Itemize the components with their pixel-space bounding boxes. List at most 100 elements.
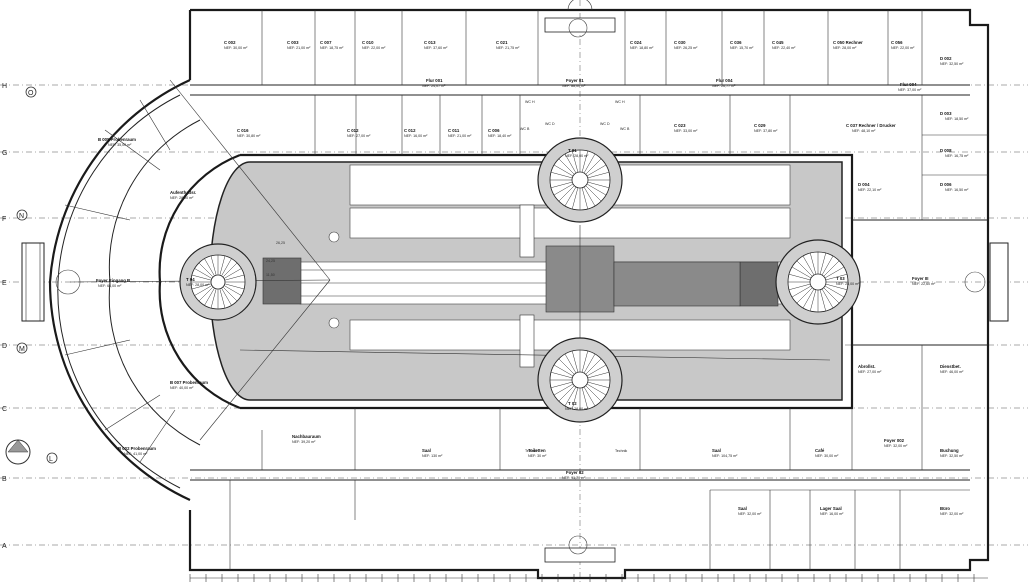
room-label: C 037 Rechner / Drucker: [846, 123, 896, 128]
room-label: B 002 Probenraum: [118, 446, 156, 451]
foyer-area: NEF: 24,07 m²: [422, 84, 446, 88]
dimension-callouts: 26,25 24,25 11,50: [266, 241, 285, 277]
room-label: C 036: [730, 40, 742, 45]
room-area: NEF: 22,40 m²: [772, 46, 796, 50]
service-label: WC H: [525, 100, 535, 104]
room-area: NEF: 32,00 m²: [884, 444, 908, 448]
stair-tread: [204, 258, 215, 277]
axis-label: A: [2, 543, 7, 550]
room-label: Foyer III: [912, 276, 928, 281]
room-label: C 029: [754, 123, 766, 128]
stair-tread: [194, 268, 213, 279]
service-label: WC B: [620, 127, 630, 131]
room-area: NEF: 32,00 m²: [738, 512, 762, 516]
stair-tread: [550, 181, 573, 189]
room-area: NEF: 30,00 m²: [815, 454, 839, 458]
foyer-label: Flur 001: [426, 78, 443, 83]
foyer-area: NEF: 91,70 m²: [562, 476, 586, 480]
room-label: Buchung: [940, 448, 959, 453]
stair-tread: [583, 353, 596, 374]
room-area: NEF: 30 m²: [528, 454, 547, 458]
stair-tread: [221, 258, 232, 277]
room-area: NEF: 21,00 m²: [448, 134, 472, 138]
stair-tread: [587, 171, 610, 179]
stair-tread: [571, 350, 579, 373]
room-label: Abrollst.: [858, 364, 875, 369]
room-label: Dienstbet.: [940, 364, 961, 369]
room-area: NEF: 21,75 m²: [496, 46, 520, 50]
stair-tread: [825, 283, 848, 291]
stair-tread: [802, 288, 815, 309]
room-label: Café: [815, 448, 825, 453]
stair-tread: [210, 255, 217, 276]
axis-marker-label: N: [19, 213, 24, 220]
stair-tread: [564, 386, 577, 407]
service-label: Technik: [525, 449, 537, 453]
room-label: B 005 Probenraum: [98, 137, 136, 142]
stair-tread: [823, 260, 840, 277]
core-label: T 03: [836, 276, 845, 281]
axis-marker-label: O: [28, 90, 34, 97]
room-label: D 003: [940, 111, 952, 116]
room-label: C 003: [287, 40, 299, 45]
stair-tread: [581, 350, 589, 373]
stair-tread: [581, 187, 589, 210]
room-area: NEF: 27,00 m²: [347, 134, 371, 138]
room-labels-bottom: Nachbauraum NEF: 39,20 m² Saal NEF: 130 …: [292, 434, 908, 516]
foyer-area: NEF: 88,00 m²: [562, 84, 586, 88]
room-label: C 021: [496, 40, 508, 45]
room-area: NEF: 22,00 m²: [891, 46, 915, 50]
stair-tread: [191, 283, 212, 290]
stair-tread: [585, 358, 602, 375]
room-labels-second: C 016 NEF: 30,80 m² C 012 NEF: 27,00 m² …: [237, 111, 969, 138]
stair-tread: [571, 187, 579, 210]
room-label: C 045: [772, 40, 784, 45]
dimension-label: 11,50: [266, 273, 275, 277]
service-label: WC B: [520, 127, 530, 131]
stair-tread: [223, 285, 242, 296]
stair-tread: [819, 289, 827, 312]
room-area: NEF: 30,00 m²: [224, 46, 248, 50]
room-label: Toiletten: [528, 448, 546, 453]
stair-tread: [550, 381, 573, 389]
room-label: C 011: [448, 128, 460, 133]
room-area: NEF: 37,80 m²: [754, 129, 778, 133]
foyer-label: Flur 004: [900, 82, 917, 87]
stair-tread: [821, 255, 834, 276]
stair-tread: [571, 387, 579, 410]
core-label: T 01: [568, 148, 577, 153]
room-label: D 002: [940, 56, 952, 61]
stair-tread: [550, 171, 573, 179]
stair-tread: [809, 252, 817, 275]
stair-tread: [558, 385, 575, 402]
room-area: NEF: 21,00 m²: [287, 46, 311, 50]
room-label: C 030: [674, 40, 686, 45]
service-label: WC D: [545, 122, 555, 126]
room-label: Saal: [712, 448, 721, 453]
stair-tread: [553, 364, 574, 377]
room-area: NEF: 41,00 m²: [124, 452, 148, 456]
core-area: NEF: 28,00 m²: [565, 154, 589, 158]
core-area: NEF: 28,00 m²: [836, 282, 860, 286]
room-area: NEF: 39,20 m²: [292, 440, 316, 444]
axis-label: F: [2, 216, 6, 223]
stair-tread: [583, 153, 596, 174]
stair-tread: [823, 287, 840, 304]
axis-label: C: [2, 406, 7, 413]
stair-tread: [824, 266, 845, 279]
stair-tread: [802, 255, 815, 276]
room-labels-right: D 008 NEF: 16,75 m² D 004 NEF: 22,10 m² …: [858, 148, 969, 516]
stair-tread: [825, 273, 848, 281]
room-labels-top: C 002 NEF: 30,00 m² C 003 NEF: 21,00 m² …: [224, 40, 964, 66]
stair-tread: [788, 283, 811, 291]
stair-tread: [796, 260, 813, 277]
room-area: NEF: 30,80 m²: [237, 134, 261, 138]
room-label: C 013: [424, 40, 436, 45]
axis-marker-label: M: [19, 346, 25, 353]
room-label: C 006: [488, 128, 500, 133]
foyer-label: Foyer 02: [566, 470, 584, 475]
room-label: Nachbauraum: [292, 434, 321, 439]
room-area: NEF: 35,00 m²: [108, 143, 132, 147]
room-area: NEF: 66,00 m²: [98, 284, 122, 288]
stair-tread: [558, 358, 575, 375]
